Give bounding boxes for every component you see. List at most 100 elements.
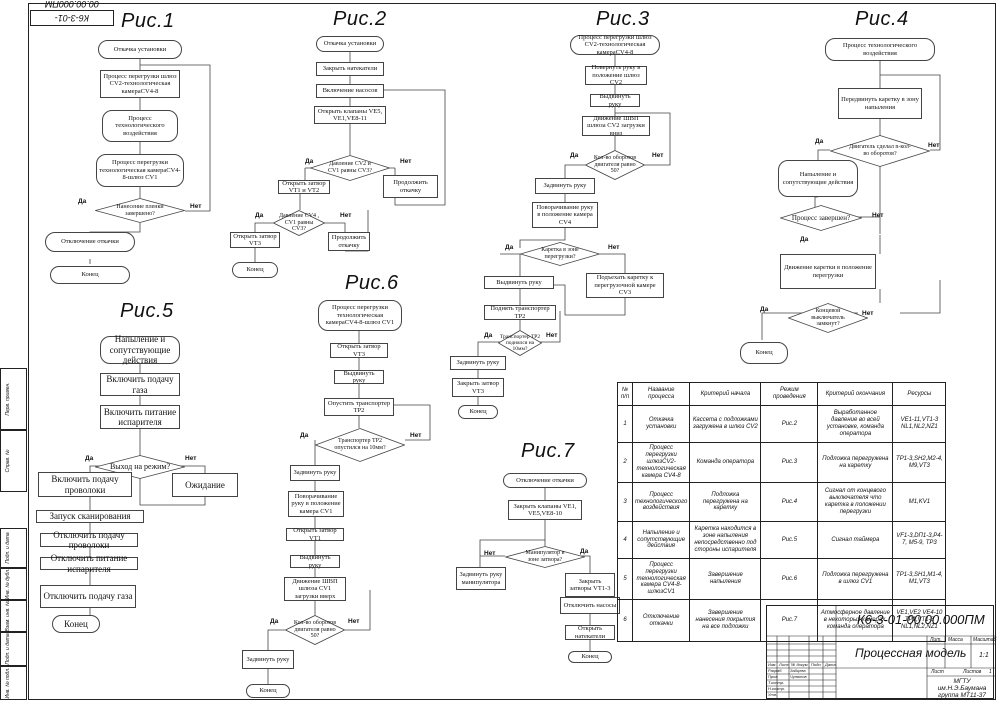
table-cell: Рис.2 bbox=[760, 405, 819, 443]
fig7-node-4: Закрыть затворы VT1-3 bbox=[565, 573, 615, 597]
title-block-code: К6-3-01-00.00.000ПМ bbox=[857, 612, 985, 627]
title-block-role-dev: Разраб. bbox=[768, 668, 783, 673]
table-header-row: № п/п Название процесса Критерий начала … bbox=[617, 382, 947, 406]
table-cell: Команда оператора bbox=[689, 442, 762, 483]
fig6-decision-2: Кол-во оборотов двигателя равно 50? bbox=[285, 615, 345, 645]
title-block-org: МГТУ им.Н.Э.Баумана группа МТ11-37 bbox=[937, 678, 987, 700]
fig4-no-label-1: Нет bbox=[928, 142, 940, 149]
table-cell: TP1-3,SH2,M2-4, M9,VT3 bbox=[892, 442, 947, 483]
fig7-node-6: Открыть натекатели bbox=[565, 625, 615, 640]
figure-4-title: Рис.4 bbox=[855, 8, 909, 30]
figure-5-title: Рис.5 bbox=[120, 300, 174, 322]
table-cell: Сигнал таймера bbox=[817, 521, 894, 559]
table-cell: M1,KV1 bbox=[892, 482, 947, 522]
fig6-no-label-2: Нет bbox=[348, 618, 360, 625]
title-block: К6-3-01-00.00.000ПМ Процессная модель Ли… bbox=[766, 605, 996, 700]
table-cell: TP1-3,SH1,M1-4, M1,VT3 bbox=[892, 558, 947, 600]
fig2-node-4: Открыть клапаны VE5, VE1,VE8-11 bbox=[314, 106, 386, 124]
fig2-node-5: Открыть затвор VT1 и VT2 bbox=[278, 180, 330, 194]
fig5-node-1: Напыление и сопутствующие действия bbox=[100, 334, 180, 365]
table-header-cell: Критерий окончания bbox=[817, 382, 894, 406]
fig3-node-4: Движение ШВП шлюза CV2 загрузки вниз bbox=[582, 115, 650, 137]
fig5-node-10: Конец bbox=[52, 615, 100, 633]
fig3-no-label-1: Нет bbox=[652, 152, 664, 159]
fig7-node-5: Отключить насосы bbox=[560, 597, 620, 614]
fig3-no-label-2: Нет bbox=[608, 244, 620, 251]
fig7-node-1: Отключение откачки bbox=[503, 473, 587, 488]
table-cell: 4 bbox=[617, 521, 633, 559]
table-cell: Атмосферное давление в некоторых камерах… bbox=[817, 599, 894, 642]
fig2-yes-label-2: Да bbox=[255, 212, 264, 219]
table-cell: Процесс перегрузки технологическая камер… bbox=[631, 558, 691, 600]
figure-1-title: Рис.1 bbox=[121, 10, 175, 32]
figure-3-title: Рис.3 bbox=[596, 8, 650, 30]
table-cell: Рис.3 bbox=[760, 442, 819, 483]
fig2-node-2: Закрыть натекатели bbox=[316, 62, 384, 76]
fig3-node-2: Повернуть руку в положение шлюз CV2 bbox=[585, 64, 647, 86]
fig6-no-label-1: Нет bbox=[410, 432, 422, 439]
table-cell: 6 bbox=[617, 599, 633, 642]
figure-6-title: Рис.6 bbox=[345, 272, 399, 294]
table-cell: 3 bbox=[617, 482, 633, 522]
fig4-yes-label-3: Да bbox=[760, 306, 769, 313]
title-block-grid bbox=[767, 606, 995, 700]
fig4-no-label-2: Нет bbox=[872, 212, 884, 219]
table-cell: Выработанное давление во всей установке,… bbox=[817, 405, 894, 443]
figure-7-title: Рис.7 bbox=[521, 440, 575, 462]
table-header-cell: № п/п bbox=[617, 382, 633, 406]
fig2-node-1: Откачка установки bbox=[316, 36, 384, 52]
fig1-node-5: Отключение откачки bbox=[45, 232, 135, 252]
fig5-node-8: Отключить питание испарителя bbox=[40, 553, 138, 574]
fig7-yes-label: Да bbox=[580, 548, 589, 555]
fig5-node-2: Включить подачу газа bbox=[100, 373, 180, 396]
fig7-node-2: Закрыть клапаны VE1, VE5,VE8-10 bbox=[508, 500, 582, 520]
table-cell: Каретка находится в зоне напыления непос… bbox=[689, 521, 762, 559]
title-block-title: Процессная модель bbox=[855, 646, 967, 660]
fig6-node-6: Поворачивание руку в положение камера CV… bbox=[288, 491, 344, 517]
fig3-node-5: Задвинуть руку bbox=[535, 178, 595, 194]
table-cell: VE1,VE2 VE4-10 TP1,VT1-3 NL1,NL2,NZ1 bbox=[892, 599, 947, 642]
table-cell: VF1-3,DП1-3,P4-7, M5-9, TP3 bbox=[892, 521, 947, 559]
fig3-decision-2: Каретка в зоне перегрузки? bbox=[520, 242, 600, 266]
fig4-yes-label-2: Да bbox=[800, 236, 809, 243]
fig3-node-1: Процесс перегрузки шлюз CV2-технологичес… bbox=[570, 34, 660, 56]
fig7-decision-1: Манипулятор в зоне затвора? bbox=[505, 546, 585, 568]
process-table: № п/п Название процесса Критерий начала … bbox=[617, 382, 947, 642]
fig2-yes-label-1: Да bbox=[305, 158, 314, 165]
fig1-node-4: Процесс перегрузки технологическая камер… bbox=[96, 154, 184, 187]
table-cell: Завершение нанесения покрытия на все под… bbox=[689, 599, 762, 642]
table-cell: Процесс технологического воздействия bbox=[631, 482, 691, 522]
fig5-yes-label: Да bbox=[85, 455, 94, 462]
side-field-5: Взам. инв. № bbox=[0, 600, 27, 632]
table-cell: Откачка установки bbox=[631, 405, 691, 443]
table-cell: Подложка перегружена на каретку bbox=[817, 442, 894, 483]
table-cell: 1 bbox=[617, 405, 633, 443]
table-cell: Напыление и сопутствующие действия bbox=[631, 521, 691, 559]
table-header-cell: Название процесса bbox=[631, 382, 691, 406]
title-block-role-ncontr: Н.контр. bbox=[768, 686, 785, 691]
side-field-1: Перв. примен. bbox=[0, 368, 27, 430]
fig4-node-1: Процесс технологического воздействия bbox=[825, 38, 935, 61]
fig5-no-label: Нет bbox=[185, 455, 197, 462]
fig3-node-8: Подъехать каретку к перегрузочной камере… bbox=[586, 273, 664, 298]
fig3-yes-label-1: Да bbox=[570, 152, 579, 159]
fig6-node-10: Задвинуть руку bbox=[242, 650, 294, 669]
title-block-role-tcontr: Т.контр. bbox=[768, 680, 785, 685]
fig5-node-6: Запуск сканирования bbox=[36, 510, 144, 523]
fig2-no-label-1: Нет bbox=[400, 158, 412, 165]
fig1-node-1: Откачка установки bbox=[98, 40, 182, 59]
fig3-node-6: Поворачивание руку в положение камера CV… bbox=[532, 202, 598, 228]
fig6-node-2: Открыть затвор VT3 bbox=[330, 343, 388, 358]
side-field-2: Справ. № bbox=[0, 430, 27, 492]
side-field-4: Инв. № дубл. bbox=[0, 568, 27, 600]
fig4-node-4: Движение каретки в положение перегрузки bbox=[780, 254, 876, 289]
fig6-node-9: Движение ШВП шлюза CV1 загрузки вверх bbox=[284, 577, 346, 601]
fig3-decision-3: Транспортер TP2 поднялся на 10мм? bbox=[498, 330, 542, 356]
fig2-no-label-2: Нет bbox=[340, 212, 352, 219]
fig3-yes-label-2: Да bbox=[505, 244, 514, 251]
fig7-node-3: Задвинуть руку манипулятора bbox=[456, 567, 506, 590]
fig5-node-7: Отключить подачу проволоки bbox=[40, 530, 138, 550]
